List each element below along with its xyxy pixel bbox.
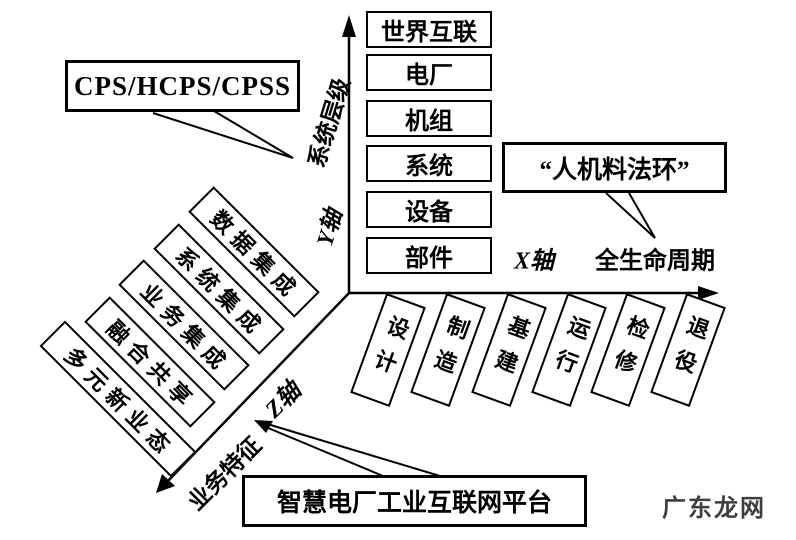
y-level-box-equipment: 设备	[366, 191, 492, 228]
x-axis-caption: 全生命周期	[595, 248, 715, 275]
y-level-box-system: 系统	[366, 145, 492, 182]
y-level-label: 设备	[405, 200, 453, 226]
y-level-label: 世界互联	[381, 20, 477, 46]
platform-callout-box: 智慧电厂工业互联网平台	[242, 475, 587, 527]
y-level-label: 系统	[405, 154, 453, 180]
cps-callout-box: CPS/HCPS/CPSS	[65, 60, 300, 112]
cps-callout-tail	[152, 110, 294, 159]
cps-callout-label: CPS/HCPS/CPSS	[73, 70, 292, 101]
z-axis-arrowhead-icon	[156, 474, 175, 493]
y-level-box-plant: 电厂	[366, 54, 492, 91]
man-machine-callout-box: “人机料法环”	[502, 142, 727, 193]
platform-callout-arrowhead-icon	[254, 420, 273, 433]
platform-callout-label: 智慧电厂工业互联网平台	[276, 490, 552, 517]
y-level-box-world: 世界互联	[366, 11, 492, 48]
y-level-label: 电厂	[405, 63, 453, 89]
man-machine-callout-tail	[605, 192, 656, 239]
y-level-label: 部件	[405, 246, 453, 272]
z-axis-line	[165, 292, 350, 484]
y-level-box-unit: 机组	[366, 100, 492, 137]
x-axis-name: X轴	[513, 248, 555, 275]
y-level-label: 机组	[405, 109, 453, 135]
x-axis-arrowhead-icon	[698, 286, 719, 300]
y-axis-arrowhead-icon	[342, 15, 356, 37]
y-level-box-component: 部件	[366, 237, 492, 274]
watermark: 广东龙网	[662, 494, 766, 522]
man-machine-callout-label: “人机料法环”	[539, 156, 690, 184]
platform-callout-tail	[260, 422, 441, 477]
